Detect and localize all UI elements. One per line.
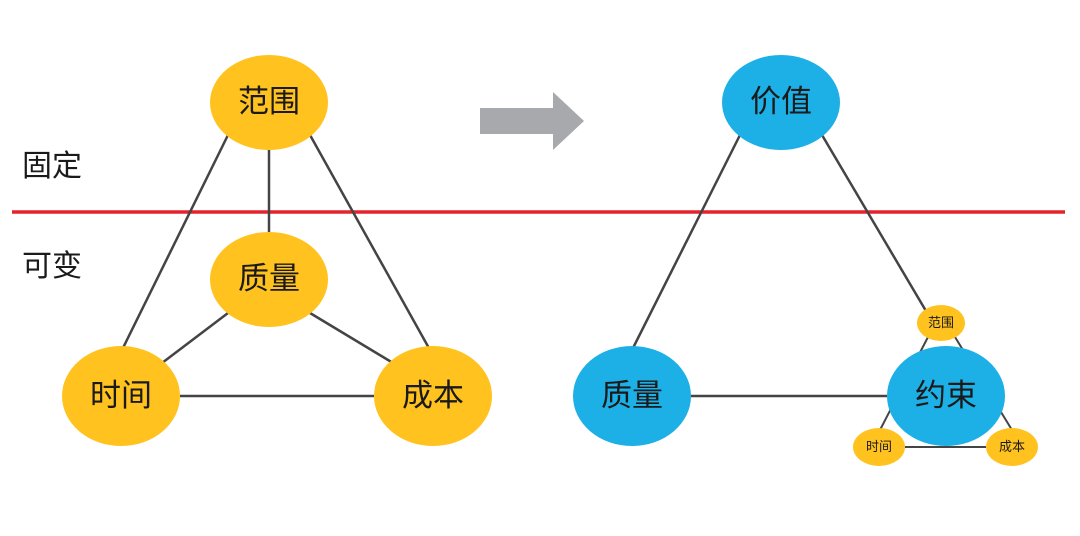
- cost-node-label: 成本: [402, 377, 464, 414]
- value-node: 价值: [722, 55, 840, 150]
- edge-scope-cost: [308, 134, 432, 351]
- constraint-node-label: 约束: [915, 377, 977, 414]
- quality-node-label: 质量: [238, 261, 300, 297]
- edge-scope-time: [120, 134, 230, 351]
- fixed-zone-label: 固定: [22, 149, 82, 184]
- constraint-node: 约束: [887, 346, 1005, 446]
- variable-zone-label: 可变: [22, 249, 82, 284]
- cost-node: 成本: [374, 346, 492, 446]
- edge-quality-time: [161, 312, 229, 364]
- quality-node-right: 质量: [573, 346, 691, 446]
- mini-scope-node-label: 范围: [927, 315, 954, 331]
- edge-quality-cost: [309, 311, 394, 365]
- transition-arrow: [480, 92, 584, 150]
- edge-value-constraint: [820, 134, 928, 312]
- mini-time-node-label: 时间: [865, 439, 892, 455]
- mini-time-node: 时间: [853, 428, 905, 466]
- quality-node: 质量: [210, 232, 328, 327]
- scope-node: 范围: [210, 55, 328, 150]
- time-node: 时间: [62, 346, 180, 446]
- value-node-label: 价值: [750, 84, 812, 120]
- quality-node-right-label: 质量: [601, 377, 663, 414]
- scope-node-label: 范围: [238, 84, 300, 120]
- mini-scope-node: 范围: [917, 305, 965, 341]
- edge-value-quality: [630, 134, 742, 351]
- mini-cost-node: 成本: [986, 428, 1038, 466]
- mini-cost-node-label: 成本: [998, 439, 1025, 455]
- time-node-label: 时间: [90, 377, 152, 414]
